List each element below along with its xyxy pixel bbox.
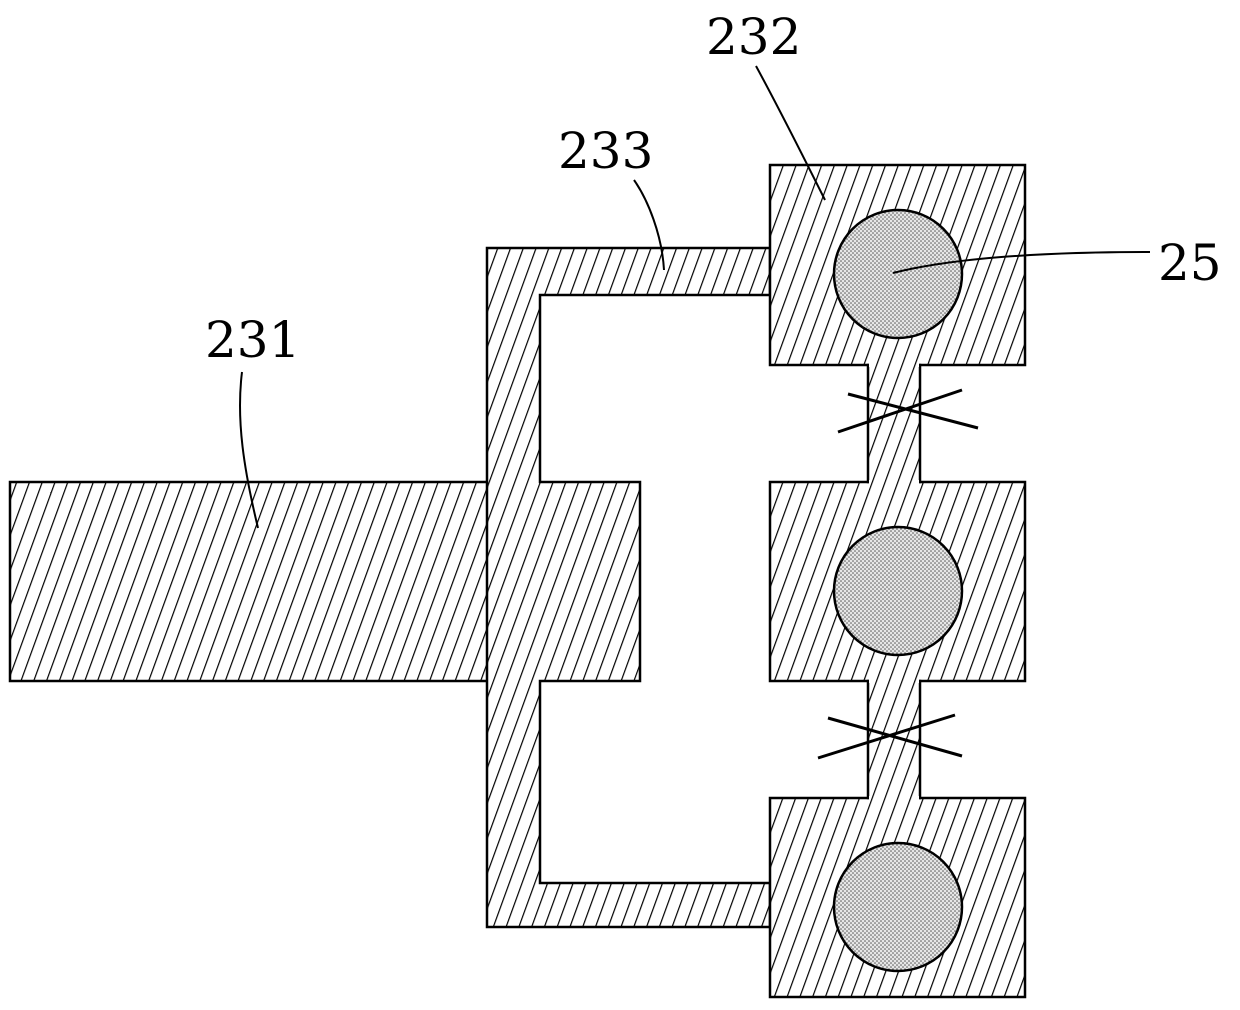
feed-line-231 bbox=[10, 482, 488, 681]
label-231: 231 bbox=[205, 311, 300, 369]
via-bottom bbox=[834, 843, 962, 971]
via-middle bbox=[834, 527, 962, 655]
trace-top-middle bbox=[868, 365, 920, 482]
label-232: 232 bbox=[706, 8, 801, 66]
via-25-top bbox=[834, 210, 962, 338]
label-25: 25 bbox=[1158, 234, 1222, 292]
label-233: 233 bbox=[558, 122, 653, 180]
branch-line-233 bbox=[487, 248, 770, 927]
